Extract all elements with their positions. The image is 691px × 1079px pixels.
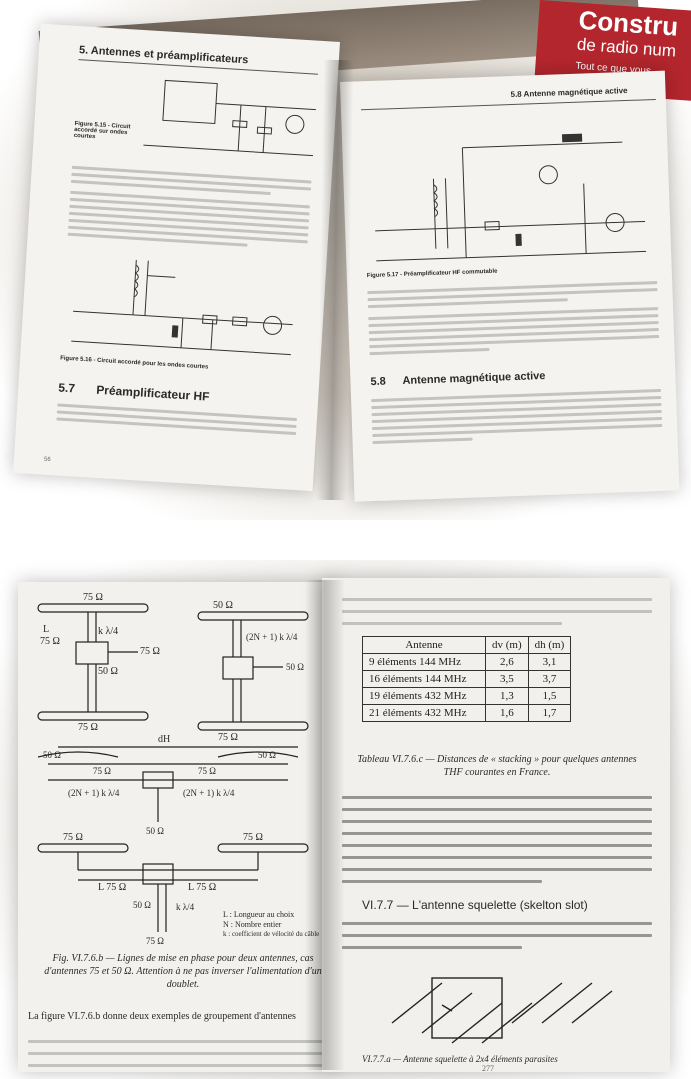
table-row: 16 éléments 144 MHz 3,5 3,7 (362, 670, 572, 688)
label-50-mid-right: 50 Ω (258, 750, 276, 760)
table-row: 21 éléments 432 MHz 1,6 1,7 (362, 704, 572, 722)
label-75-bottom-left: 75 Ω (63, 832, 83, 843)
schematic-top (143, 79, 316, 157)
label-75-bottom-right: 75 Ω (243, 832, 263, 843)
label-50-right: 50 Ω (213, 600, 233, 611)
table-cell: 3,7 (527, 670, 572, 688)
page-number: 56 (43, 456, 51, 464)
text-line (372, 437, 473, 445)
right-page: Antenne dv (m) dh (m) 9 éléments 144 MHz… (322, 578, 670, 1072)
label-75-bottom: 75 Ω (78, 722, 98, 733)
label-75-right: 75 Ω (218, 732, 238, 743)
label-50: 50 Ω (98, 666, 118, 677)
label-50-mid-feed: 50 Ω (146, 826, 164, 836)
text-line (28, 1052, 328, 1055)
right-page: 5.8 Antenne magnétique active Figure 5.1… (340, 70, 680, 502)
page-header-right: 5.8 Antenne magnétique active (510, 85, 628, 100)
table-cell: 19 éléments 432 MHz (362, 687, 486, 705)
body-paragraph: La figure VI.7.6.b donne deux exemples d… (28, 1011, 296, 1022)
label-75-top: 75 Ω (83, 592, 103, 603)
table-header: Antenne (362, 636, 486, 654)
left-page: 75 Ω L 75 Ω k λ/4 75 Ω 50 Ω 75 Ω 50 Ω (2… (18, 582, 336, 1072)
label-50-bottom: 50 Ω (133, 900, 151, 910)
table-header: dh (m) (527, 636, 572, 654)
table-header: dv (m) (485, 636, 529, 654)
skeleton-antenna-diagram (391, 977, 613, 1044)
table-cell: 1,3 (485, 687, 529, 705)
photo-book-french-electronics: Constru de radio num Tout ce que vous 5.… (0, 0, 691, 520)
photo-book-antennas: 75 Ω L 75 Ω k λ/4 75 Ω 50 Ω 75 Ω 50 Ω (2… (0, 560, 691, 1079)
text-line (342, 934, 652, 937)
header-rule (360, 98, 656, 111)
text-line (342, 880, 542, 883)
label-l: L (43, 624, 50, 635)
page-header: 5. Antennes et préamplificateurs (78, 44, 249, 67)
label-k-lambda-bottom: k λ/4 (176, 902, 195, 912)
table-caption: Tableau VI.7.6.c — Distances de « stacki… (357, 754, 637, 778)
text-line (342, 844, 652, 847)
text-line (28, 1040, 328, 1043)
figure-caption-right: VI.7.7.a — Antenne squelette à 2x4 éléme… (362, 1054, 558, 1064)
schematic-right (375, 133, 647, 262)
label-formula-mid-b: (2N + 1) k λ/4 (183, 788, 235, 798)
section-title-right: Antenne magnétique active (402, 370, 546, 387)
legend-l: L : Longueur au choix (223, 910, 295, 919)
fig-caption-top: Figure 5.15 - Circuit accordé sur ondes … (73, 120, 131, 141)
label-l75-a: L 75 Ω (98, 882, 127, 893)
text-line (342, 946, 522, 949)
page-number: 277 (482, 1064, 494, 1072)
label-50-mid-left: 50 Ω (43, 750, 61, 760)
label-l75-b: L 75 Ω (188, 882, 217, 893)
label-75-mid-b: 75 Ω (198, 766, 216, 776)
section-number-right: 5.8 (370, 375, 386, 389)
figure-caption: Fig. VI.7.6.b — Lignes de mise en phase … (44, 953, 322, 990)
text-line (28, 1064, 328, 1067)
legend-n: N : Nombre entier (223, 920, 282, 929)
table-cell: 1,6 (485, 704, 529, 722)
section-title: Préamplificateur HF (95, 382, 210, 404)
text-line (342, 856, 652, 859)
text-line (342, 922, 652, 925)
label-50-feed: 50 Ω (286, 662, 304, 672)
label-75-a: 75 Ω (40, 636, 60, 647)
label-75-feed: 75 Ω (140, 646, 160, 657)
section-number: 5.7 (57, 380, 76, 396)
left-page: 5. Antennes et préamplificateurs Figure … (13, 23, 341, 492)
text-line (342, 796, 652, 799)
table-cell: 9 éléments 144 MHz (362, 653, 486, 671)
label-formula-mid-a: (2N + 1) k λ/4 (68, 788, 120, 798)
text-line (342, 610, 652, 613)
text-line (342, 820, 652, 823)
text-line (342, 832, 652, 835)
label-dh: dH (158, 734, 171, 745)
table-row: 9 éléments 144 MHz 2,6 3,1 (362, 653, 572, 671)
label-75-feed-bottom: 75 Ω (146, 936, 164, 946)
table-cell: 1,5 (527, 687, 572, 705)
label-k-lambda: k λ/4 (98, 626, 119, 637)
text-line (342, 622, 562, 625)
section-title: VI.7.7 — L'antenne squelette (skelton sl… (362, 898, 588, 912)
label-75-mid-a: 75 Ω (93, 766, 111, 776)
stacking-table: Antenne dv (m) dh (m) 9 éléments 144 MHz… (362, 636, 572, 722)
table-cell: 1,7 (527, 704, 572, 722)
text-line (342, 808, 652, 811)
schematic-bottom (71, 259, 293, 356)
table-row: 19 éléments 432 MHz 1,3 1,5 (362, 687, 572, 705)
table-cell: 3,5 (485, 670, 529, 688)
text-line (342, 868, 652, 871)
text-line (369, 347, 490, 356)
table-cell: 2,6 (485, 653, 529, 671)
table-cell: 21 éléments 432 MHz (362, 704, 486, 722)
text-line (342, 598, 652, 601)
legend-k: k : coefficient de vélocité du câble (223, 930, 320, 938)
phasing-lines-diagram (37, 603, 309, 932)
spine-shadow (305, 580, 345, 1070)
table-header-row: Antenne dv (m) dh (m) (362, 636, 572, 654)
table-cell: 16 éléments 144 MHz (362, 670, 486, 688)
table-cell: 3,1 (527, 653, 572, 671)
label-formula-right: (2N + 1) k λ/4 (246, 632, 298, 642)
